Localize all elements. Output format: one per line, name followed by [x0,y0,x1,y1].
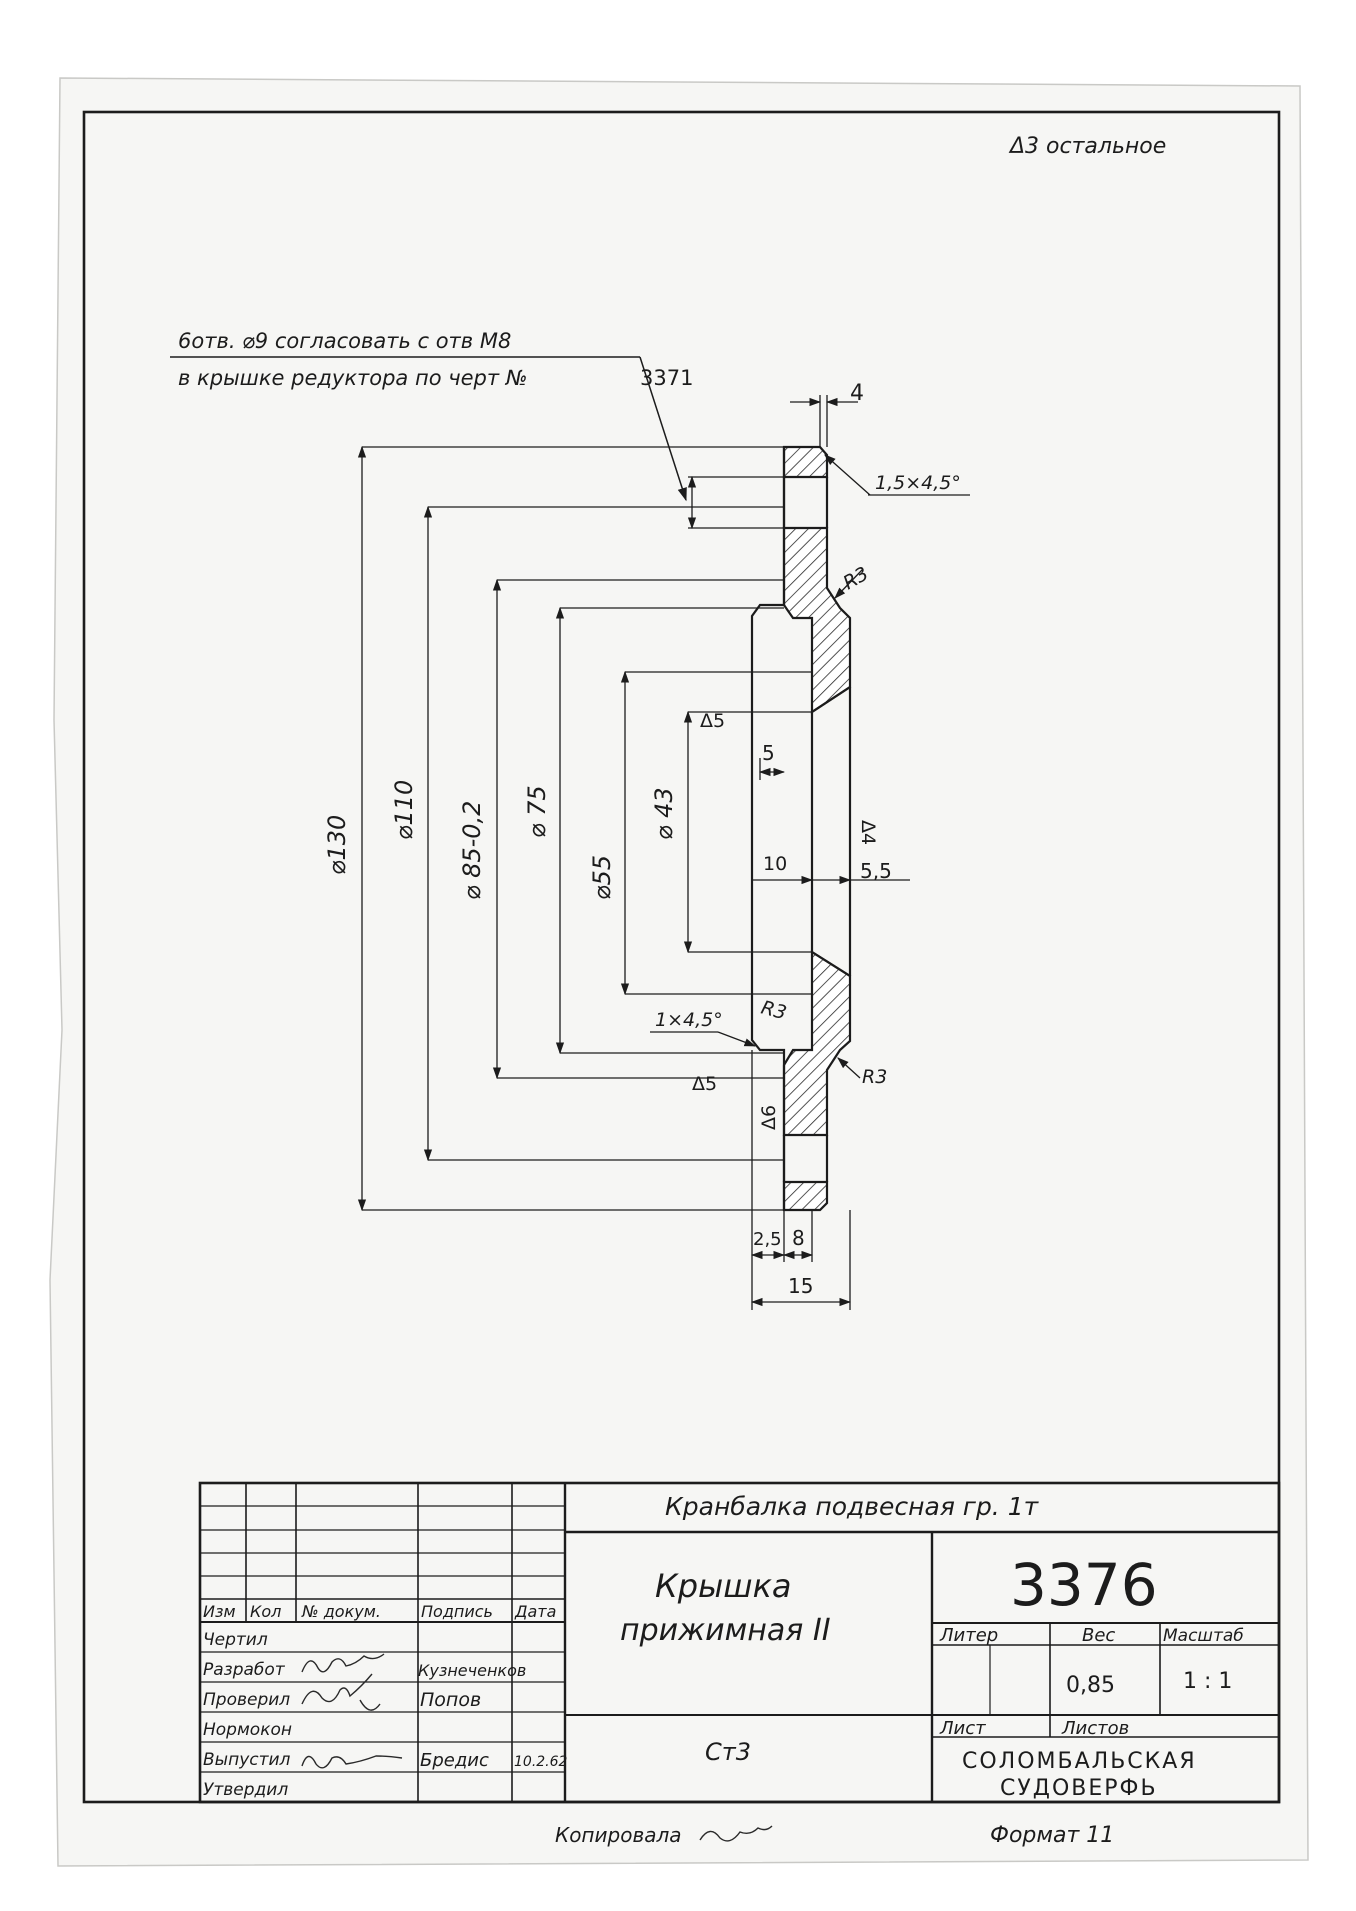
role-checker: Проверил [203,1690,290,1710]
part-name-line2: прижимная II [620,1613,831,1648]
signature-copyist [699,1825,773,1842]
dim-d130: ⌀130 [323,815,351,875]
name-checker: Попов [420,1689,481,1711]
material: Ст3 [705,1738,751,1766]
hole-note: 6отв. ⌀9 согласовать с отв М8 в крышке р… [170,329,693,502]
col-header-izm: Изм [203,1602,236,1621]
diameter-labels: ⌀130 ⌀110 ⌀ 85-0,2 ⌀ 75 ⌀55 ⌀ 43 [323,780,678,900]
small-dimension-labels: 4 1,5×4,5° R3 Δ5 5 Δ4 10 5,5 1×4,5° R3 R… [655,381,961,1298]
col-header-kol: Кол [250,1602,281,1621]
diameter-dimensions [357,445,812,1212]
weight-label: Вес [1082,1625,1115,1646]
roughness-lower: Δ5 [692,1073,717,1095]
col-header-doc: № докум. [301,1602,381,1621]
title-block [198,1481,1281,1804]
roughness-inner: Δ5 [700,710,725,732]
col-header-date: Дата [514,1602,556,1621]
flange-bottom-lower [782,1180,829,1212]
role-drawn: Чертил [203,1630,268,1650]
col-header-sign: Подпись [421,1602,493,1621]
dim-d55: ⌀55 [588,855,616,900]
dim-5-5: 5,5 [860,859,892,883]
roughness-6: Δ6 [758,1105,780,1130]
copied-by: Копировала [555,1823,682,1847]
roughness-4: Δ4 [857,820,879,845]
dim-15: 15 [788,1274,813,1298]
org-line2: СУДОВЕРФЬ [1000,1776,1158,1801]
scale-value: 1 : 1 [1183,1669,1232,1694]
hole-note-line2: в крышке редуктора по черт № [178,366,528,390]
hole-center-lines [784,476,827,1183]
dim-10: 10 [763,853,787,875]
dim-radius-outer: R3 [862,1066,887,1088]
issue-date: 10.2.62 [514,1754,568,1770]
dim-chamfer-bottom: 1×4,5° [655,1009,723,1031]
sheets-label: Листов [1061,1718,1129,1739]
signature-issuer [301,1755,403,1769]
signature-checker [301,1673,381,1711]
weight-value: 0,85 [1066,1673,1115,1698]
signature-developer [301,1653,385,1673]
dim-d110: ⌀110 [390,780,418,840]
dim-d43: ⌀ 43 [650,787,678,840]
format-label: Формат 11 [990,1823,1114,1848]
hole-note-ref: 3371 [640,366,693,390]
name-developer: Кузнеченков [418,1661,526,1680]
literal-label: Литер [939,1625,998,1646]
sheet-label: Лист [939,1718,986,1739]
role-issuer: Выпустил [203,1750,291,1770]
corner-roughness-note: Δ3 остальное [1008,134,1166,159]
part-name-line1: Крышка [655,1567,792,1605]
dim-d75: ⌀ 75 [523,785,551,838]
name-issuer: Бредис [420,1750,489,1771]
org-line1: СОЛОМБАЛЬСКАЯ [962,1749,1197,1774]
part-section [750,445,852,1212]
dim-d85: ⌀ 85-0,2 [458,801,486,900]
hole-note-line1: 6отв. ⌀9 согласовать с отв М8 [178,329,511,353]
dim-chamfer-top: 1,5×4,5° [875,472,961,494]
small-dimensions [650,395,970,1310]
dim-8: 8 [792,1226,805,1250]
project-title: Кранбалка подвесная гр. 1т [665,1492,1040,1521]
dim-top-4: 4 [850,381,864,406]
signatures [301,1653,773,1842]
drawing-number: 3376 [1010,1551,1158,1619]
dim-2-5: 2,5 [753,1229,782,1250]
role-norm: Нормокон [203,1720,292,1740]
role-developer: Разработ [203,1660,286,1680]
role-approver: Утвердил [203,1780,288,1800]
dim-depth-5: 5 [762,741,775,765]
title-block-text: Кранбалка подвесная гр. 1т 3376 Крышка п… [203,1492,1244,1801]
flange-top-upper [782,445,829,479]
scale-label: Масштаб [1163,1626,1244,1646]
